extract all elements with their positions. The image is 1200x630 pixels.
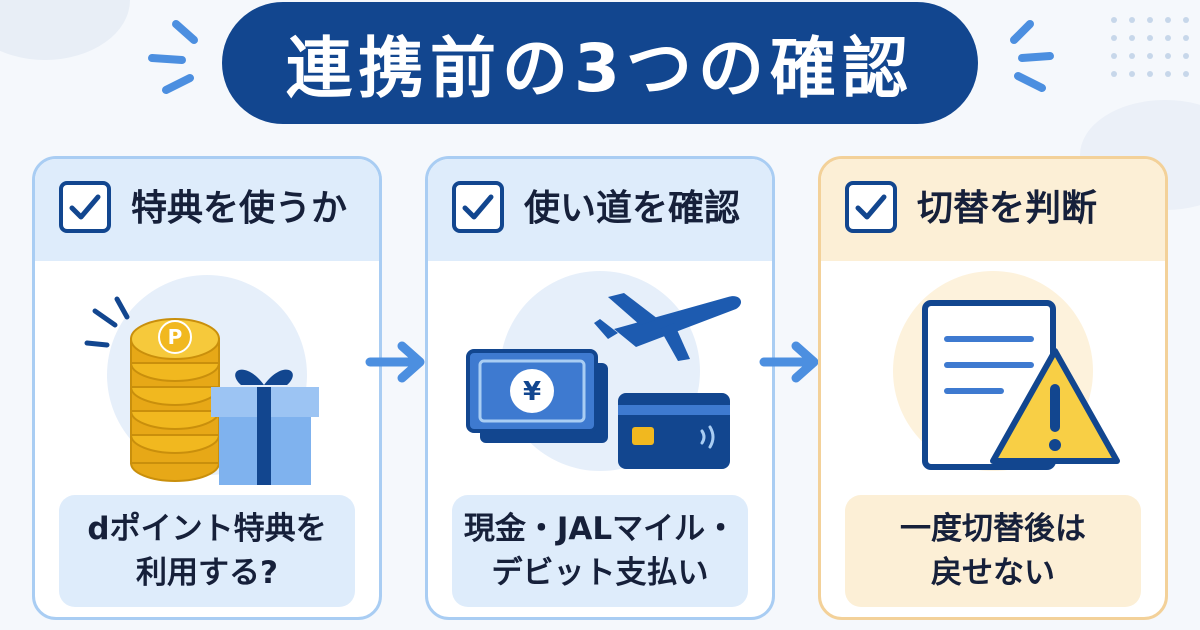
card-caption: dポイント特典を 利用する? [59, 495, 355, 607]
arrow-right-icon [759, 341, 819, 383]
arrow-right-icon [365, 341, 425, 383]
step-card-benefit: 特典を使うか P dポイント特典を [32, 156, 382, 620]
checkbox-checked-icon [59, 181, 111, 233]
spark-lines-left-icon [148, 20, 198, 94]
caption-line: 現金・JALマイル・ [463, 511, 737, 547]
dot-grid-decoration [1111, 17, 1189, 77]
coins-gift-icon: P [84, 275, 319, 485]
document-warning-icon [893, 271, 1120, 471]
caption-line: 一度切替後は [900, 511, 1086, 547]
svg-text:P: P [168, 325, 183, 349]
page-title: 連携前の3つの確認 [222, 2, 978, 124]
page-title-text: 連携前の3つの確認 [286, 30, 914, 107]
card-caption: 一度切替後は 戻せない [845, 495, 1141, 607]
card-title: 特典を使うか [131, 188, 348, 229]
svg-text:¥: ¥ [523, 377, 541, 407]
caption-line: デビット支払い [491, 555, 709, 591]
money-plane-card-icon: ¥ [466, 271, 742, 471]
card-header: 切替を判断 [821, 159, 1165, 261]
step-card-usage: 使い道を確認 ¥ 現金・JALマイル・ デビット支払い [425, 156, 775, 620]
spark-lines-right-icon [1010, 20, 1054, 92]
card-title: 切替を判断 [917, 188, 1098, 229]
background-circle [0, 0, 130, 60]
card-caption: 現金・JALマイル・ デビット支払い [452, 495, 748, 607]
caption-line: 利用する? [136, 555, 278, 591]
card-header: 使い道を確認 [428, 159, 772, 261]
checkbox-checked-icon [452, 181, 504, 233]
caption-line: dポイント特典を [87, 511, 327, 547]
checkbox-checked-icon [845, 181, 897, 233]
step-card-switch: 切替を判断 一度切替後は 戻せない [818, 156, 1168, 620]
card-header: 特典を使うか [35, 159, 379, 261]
caption-line: 戻せない [931, 555, 1055, 591]
card-title: 使い道を確認 [524, 188, 741, 229]
